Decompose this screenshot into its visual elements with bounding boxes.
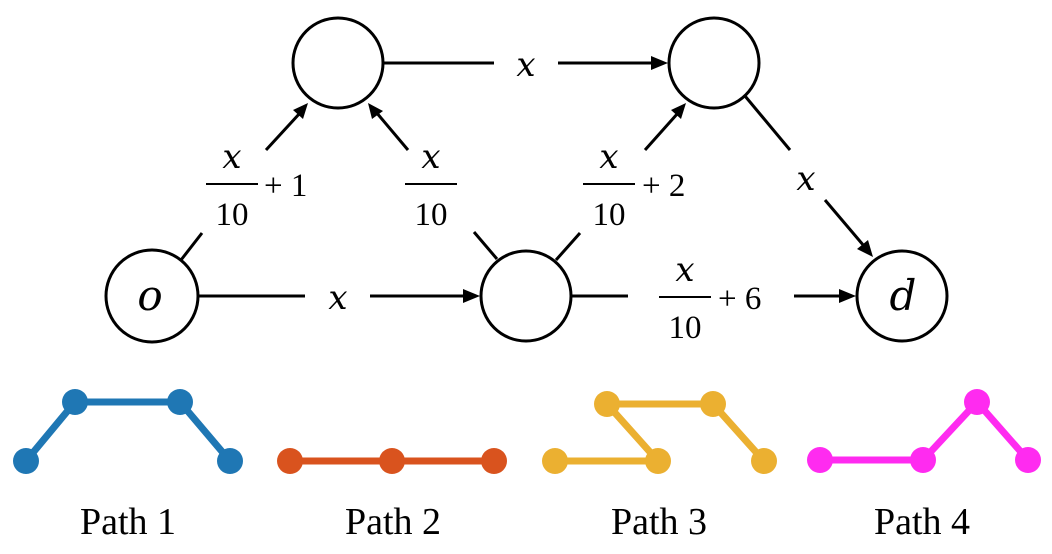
edge-bottom-right-numerator: x [675, 250, 694, 290]
edge-middle-diagonal-line-b [374, 111, 410, 151]
path-3-caption: Path 3 [611, 501, 707, 543]
edge-upper-right-line-b [643, 112, 680, 151]
destination-label: d [890, 271, 917, 320]
path-4-caption: Path 4 [874, 501, 970, 543]
path-3-node [751, 448, 777, 474]
edge-bottom-right-addend: + 6 [718, 281, 761, 317]
edge-top-label: x [516, 45, 535, 85]
edge-upper-right-numerator: x [599, 137, 618, 177]
node-top-left [291, 16, 385, 110]
edge-bottom-left-label: x [328, 278, 347, 318]
edge-upper-left-line-a [179, 232, 204, 261]
edge-upper-left-denominator: 10 [216, 197, 249, 233]
edge-right-diagonal-label: x [796, 159, 815, 199]
edge-top: x [383, 45, 668, 85]
edge-right-diagonal-line-b [823, 199, 866, 247]
edge-top-arrowhead [651, 56, 668, 70]
edge-upper-left-arrowhead [293, 103, 308, 119]
edge-upper-left: x 10 + 1 [179, 103, 308, 261]
edge-upper-left-addend: + 1 [264, 168, 307, 204]
edge-upper-right-arrowhead [671, 103, 686, 119]
origin-label: o [137, 271, 162, 320]
path-4-node [910, 447, 936, 473]
path-1-node [217, 448, 243, 474]
edge-bottom-right-arrowhead [839, 289, 856, 303]
edge-bottom-left-arrowhead [463, 289, 480, 303]
legend-path-3: Path 3 [542, 391, 777, 543]
edge-right-diagonal: x [743, 95, 873, 257]
edge-upper-right-line-a [554, 232, 582, 261]
legend-path-2: Path 2 [277, 448, 507, 543]
path-4-line [816, 398, 1032, 464]
edge-middle-diagonal-numerator: x [421, 137, 440, 177]
path-1-node [62, 389, 88, 415]
path-4-node [964, 389, 990, 415]
path-3-node [700, 391, 726, 417]
edge-middle-diagonal: x 10 [368, 103, 499, 260]
edge-bottom-right-denominator: 10 [669, 310, 702, 346]
path-1-caption: Path 1 [80, 501, 176, 543]
edge-middle-diagonal-line-a [472, 231, 499, 260]
edge-bottom-left: x [198, 278, 480, 318]
edge-upper-right: x 10 + 2 [554, 103, 686, 261]
path-3-node [594, 391, 620, 417]
path-3-node [645, 448, 671, 474]
edge-right-diagonal-line-a [743, 95, 792, 151]
edge-upper-right-denominator: 10 [593, 197, 626, 233]
edge-bottom-right: x 10 + 6 [572, 250, 856, 346]
node-middle [479, 249, 573, 343]
edge-upper-left-line-b [264, 111, 302, 152]
legend-path-4: Path 4 [807, 389, 1041, 543]
edge-right-diagonal-arrowhead [857, 240, 873, 257]
edge-upper-left-numerator: x [222, 137, 241, 177]
path-1-node [167, 389, 193, 415]
path-3-node [542, 448, 568, 474]
path-2-node [379, 448, 405, 474]
path-2-caption: Path 2 [345, 501, 441, 543]
edge-upper-right-addend: + 2 [642, 168, 685, 204]
edge-middle-diagonal-denominator: 10 [415, 197, 448, 233]
legend-path-1: Path 1 [13, 389, 243, 543]
path-4-node [807, 447, 833, 473]
path-2-node [277, 448, 303, 474]
path-2-node [481, 448, 507, 474]
path-1-line [22, 398, 234, 465]
path-1-node [13, 448, 39, 474]
path-4-node [1015, 447, 1041, 473]
node-top-right [667, 16, 761, 110]
node-destination [855, 249, 949, 343]
edge-middle-diagonal-arrowhead [368, 103, 383, 119]
